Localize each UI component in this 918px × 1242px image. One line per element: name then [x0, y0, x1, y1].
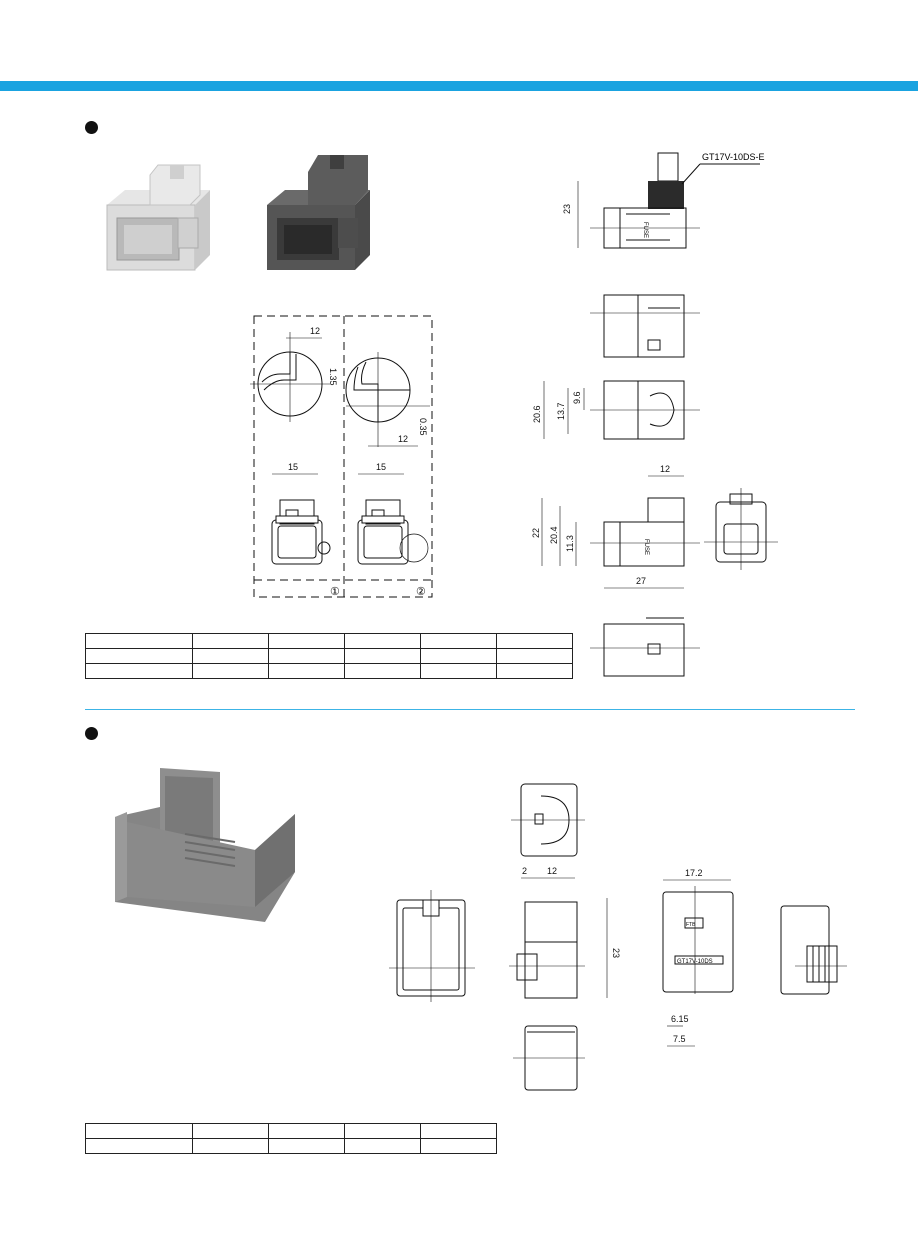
panel-marker-1: ①	[330, 586, 340, 598]
main-elevation-view: 12 FUSE 22 20.4 11.3 27	[531, 464, 778, 589]
section1-bullet	[85, 121, 98, 134]
dim-label: 23	[611, 948, 621, 958]
cover-left-view	[389, 890, 475, 1002]
cover-photo	[115, 768, 295, 922]
bottom-view	[590, 617, 700, 677]
dim-label: 12	[310, 326, 320, 336]
dim-label: 15	[376, 462, 386, 472]
dim-label: 2	[522, 866, 527, 876]
mounting-detail-drawing: 12 1.35 0.35 12 15 15 ① ②	[250, 315, 433, 598]
header-accent-bar	[0, 81, 918, 91]
dim-label: 6.15	[671, 1014, 689, 1024]
dim-label: 7.5	[673, 1034, 686, 1044]
table-row	[85, 1138, 497, 1154]
panel-marker-2: ②	[416, 586, 426, 598]
table-row	[85, 633, 573, 649]
dim-label: 20.6	[532, 405, 542, 423]
side-view-with-cable: GT17V-10DS-E FUSE 23	[562, 152, 765, 249]
dim-label: 23	[562, 204, 572, 214]
top-view	[590, 294, 700, 358]
table-row	[85, 663, 573, 679]
dim-label: 13.7	[556, 402, 566, 420]
dim-label: 27	[636, 576, 646, 586]
svg-text:①: ①	[330, 586, 340, 598]
connector-natural-photo	[106, 164, 210, 271]
dim-label: 1.35	[328, 368, 338, 386]
dim-label: 9.6	[572, 391, 582, 404]
table-row	[85, 648, 573, 664]
section-separator	[85, 709, 855, 710]
cover-bottom-view	[513, 1025, 585, 1091]
connector-orthographic-views: GT17V-10DS-E FUSE 23 20.6 13.7 9.6 12	[531, 152, 778, 677]
cover-top-view	[511, 783, 585, 857]
cover-side-view	[780, 905, 847, 995]
section2-bullet	[85, 727, 98, 740]
dim-label: 12	[660, 464, 670, 474]
callout-label: GT17V-10DS-E	[702, 152, 765, 162]
dim-label: 15	[288, 462, 298, 472]
svg-text:②: ②	[416, 586, 426, 598]
dim-label: 12	[398, 434, 408, 444]
dim-label: 22	[531, 528, 541, 538]
part-mark: FUSE	[643, 539, 649, 555]
front-side-view: 20.6 13.7 9.6	[532, 380, 700, 440]
part-mark: FUSE	[642, 222, 648, 238]
part-mark: FTB	[686, 922, 696, 928]
cover-right-view: 17.2 GT17V-10DS FTB 6.15 7.5	[662, 868, 734, 1047]
cover-orthographic-views: 2 12 23 17.2 GT17V-10DS FTB 6.15 7.5	[389, 783, 847, 1091]
dim-label: 11.3	[565, 535, 575, 552]
dim-label: 20.4	[549, 526, 559, 544]
table-row	[85, 1123, 497, 1139]
dim-label: 0.35	[418, 418, 428, 436]
dim-label: 12	[547, 866, 557, 876]
spec-table-section1	[85, 633, 573, 679]
dim-label: 17.2	[685, 868, 703, 878]
spec-table-section2	[85, 1123, 497, 1154]
connector-dark-photo	[267, 155, 370, 270]
product-photos-section1	[106, 155, 370, 271]
cover-front-view: 2 12 23	[509, 866, 621, 999]
